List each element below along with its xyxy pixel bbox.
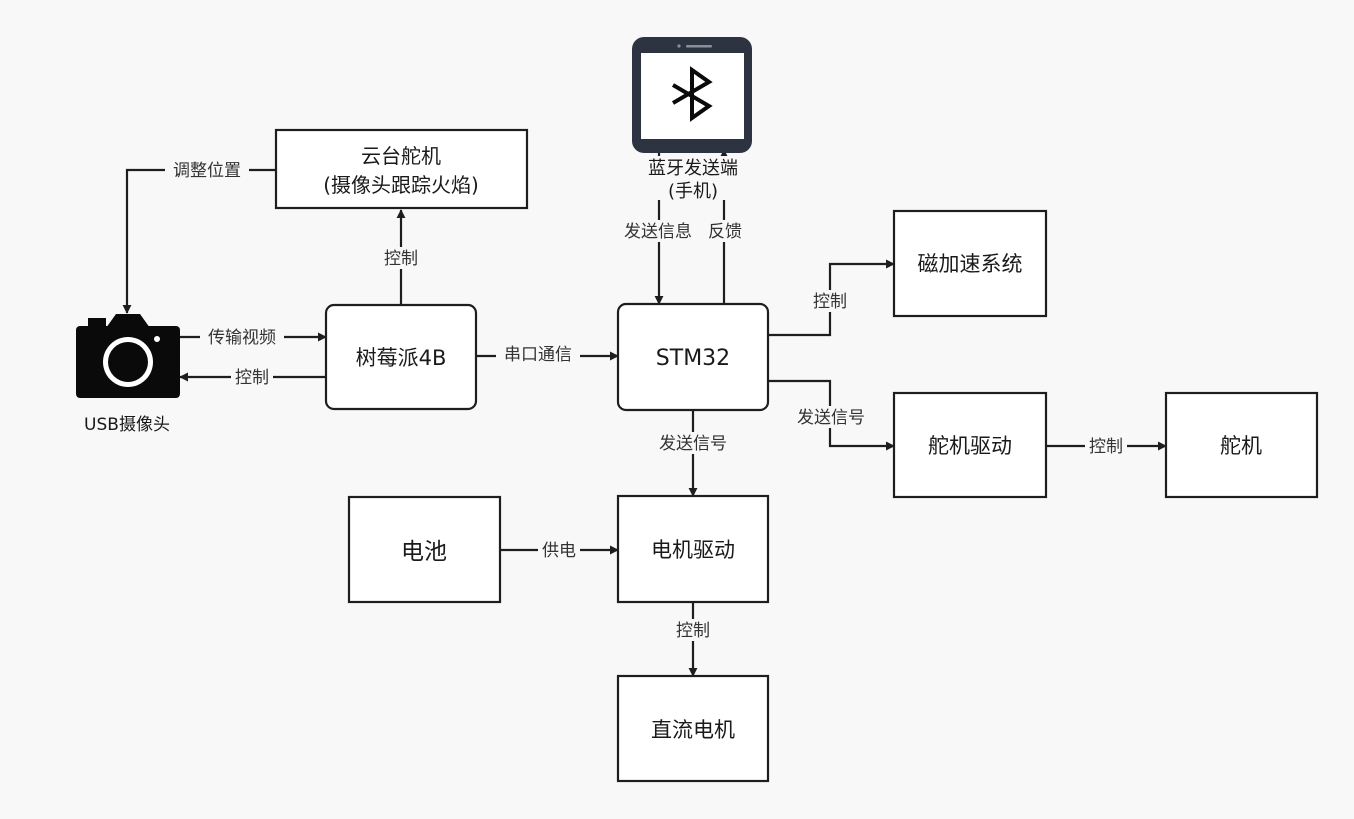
edge-label-feedback: 反馈 (704, 220, 746, 242)
svg-text:控制: 控制 (676, 621, 710, 641)
svg-text:USB摄像头: USB摄像头 (84, 415, 170, 435)
svg-text:控制: 控制 (1089, 437, 1123, 457)
edge-label-pi-to-gimbal: 控制 (380, 247, 422, 269)
edge-label-motor-driver-to-motor: 控制 (672, 619, 714, 641)
svg-text:控制: 控制 (235, 368, 269, 388)
node-servo-driver: 舵机驱动 (892, 391, 1048, 499)
edge-label-adjust-position: 调整位置 (165, 159, 249, 181)
svg-text:发送信息: 发送信息 (624, 222, 692, 242)
svg-text:云台舵机: 云台舵机 (361, 144, 441, 168)
svg-text:树莓派4B: 树莓派4B (356, 346, 447, 370)
svg-text:舵机: 舵机 (1220, 434, 1262, 458)
edge-adjust-position (122, 168, 276, 314)
svg-text:发送信号: 发送信号 (659, 434, 727, 454)
svg-text:传输视频: 传输视频 (208, 328, 276, 348)
svg-text:反馈: 反馈 (708, 222, 742, 242)
node-motor-driver: 电机驱动 (616, 494, 770, 604)
svg-text:控制: 控制 (813, 292, 847, 312)
edge-label-battery-power: 供电 (538, 539, 580, 561)
svg-text:电机驱动: 电机驱动 (651, 538, 735, 562)
svg-text:STM32: STM32 (656, 346, 730, 371)
svg-text:直流电机: 直流电机 (651, 718, 735, 742)
edge-label-send-info: 发送信息 (616, 220, 700, 242)
edge-label-servo-driver-to-servo: 控制 (1085, 435, 1127, 457)
svg-text:蓝牙发送端: 蓝牙发送端 (648, 158, 738, 179)
node-servo: 舵机 (1164, 391, 1319, 499)
node-battery: 电池 (347, 495, 502, 604)
svg-text:电池: 电池 (401, 539, 447, 565)
node-raspberry-pi: 树莓派4B (324, 303, 478, 411)
edge-label-transmit-video: 传输视频 (200, 326, 284, 348)
bluetooth-icon (671, 66, 713, 122)
svg-text:(手机): (手机) (668, 181, 718, 202)
edge-label-stm-to-motor-driver: 发送信号 (651, 432, 735, 454)
camera-icon (76, 314, 180, 398)
node-maglev: 磁加速系统 (892, 209, 1048, 318)
node-bluetooth-phone: 蓝牙发送端 (手机) (632, 37, 752, 202)
edge-label-stm-to-servo-driver: 发送信号 (789, 406, 873, 428)
phone-icon (632, 37, 752, 153)
node-dc-motor: 直流电机 (616, 674, 770, 783)
svg-text:(摄像头跟踪火焰): (摄像头跟踪火焰) (323, 173, 479, 197)
edge-label-serial-comm: 串口通信 (496, 343, 580, 365)
node-stm32: STM32 (616, 302, 770, 412)
node-gimbal-servo: 云台舵机 (摄像头跟踪火焰) (274, 128, 529, 210)
svg-text:发送信号: 发送信号 (797, 408, 865, 428)
edge-label-stm-to-maglev: 控制 (809, 290, 851, 312)
svg-text:供电: 供电 (542, 541, 576, 561)
svg-text:调整位置: 调整位置 (173, 161, 241, 181)
svg-text:串口通信: 串口通信 (504, 345, 572, 365)
svg-text:磁加速系统: 磁加速系统 (918, 252, 1023, 276)
svg-text:舵机驱动: 舵机驱动 (928, 434, 1012, 458)
svg-text:控制: 控制 (384, 249, 418, 269)
edge-label-pi-to-camera: 控制 (231, 366, 273, 388)
node-usb-camera: USB摄像头 (76, 314, 180, 435)
